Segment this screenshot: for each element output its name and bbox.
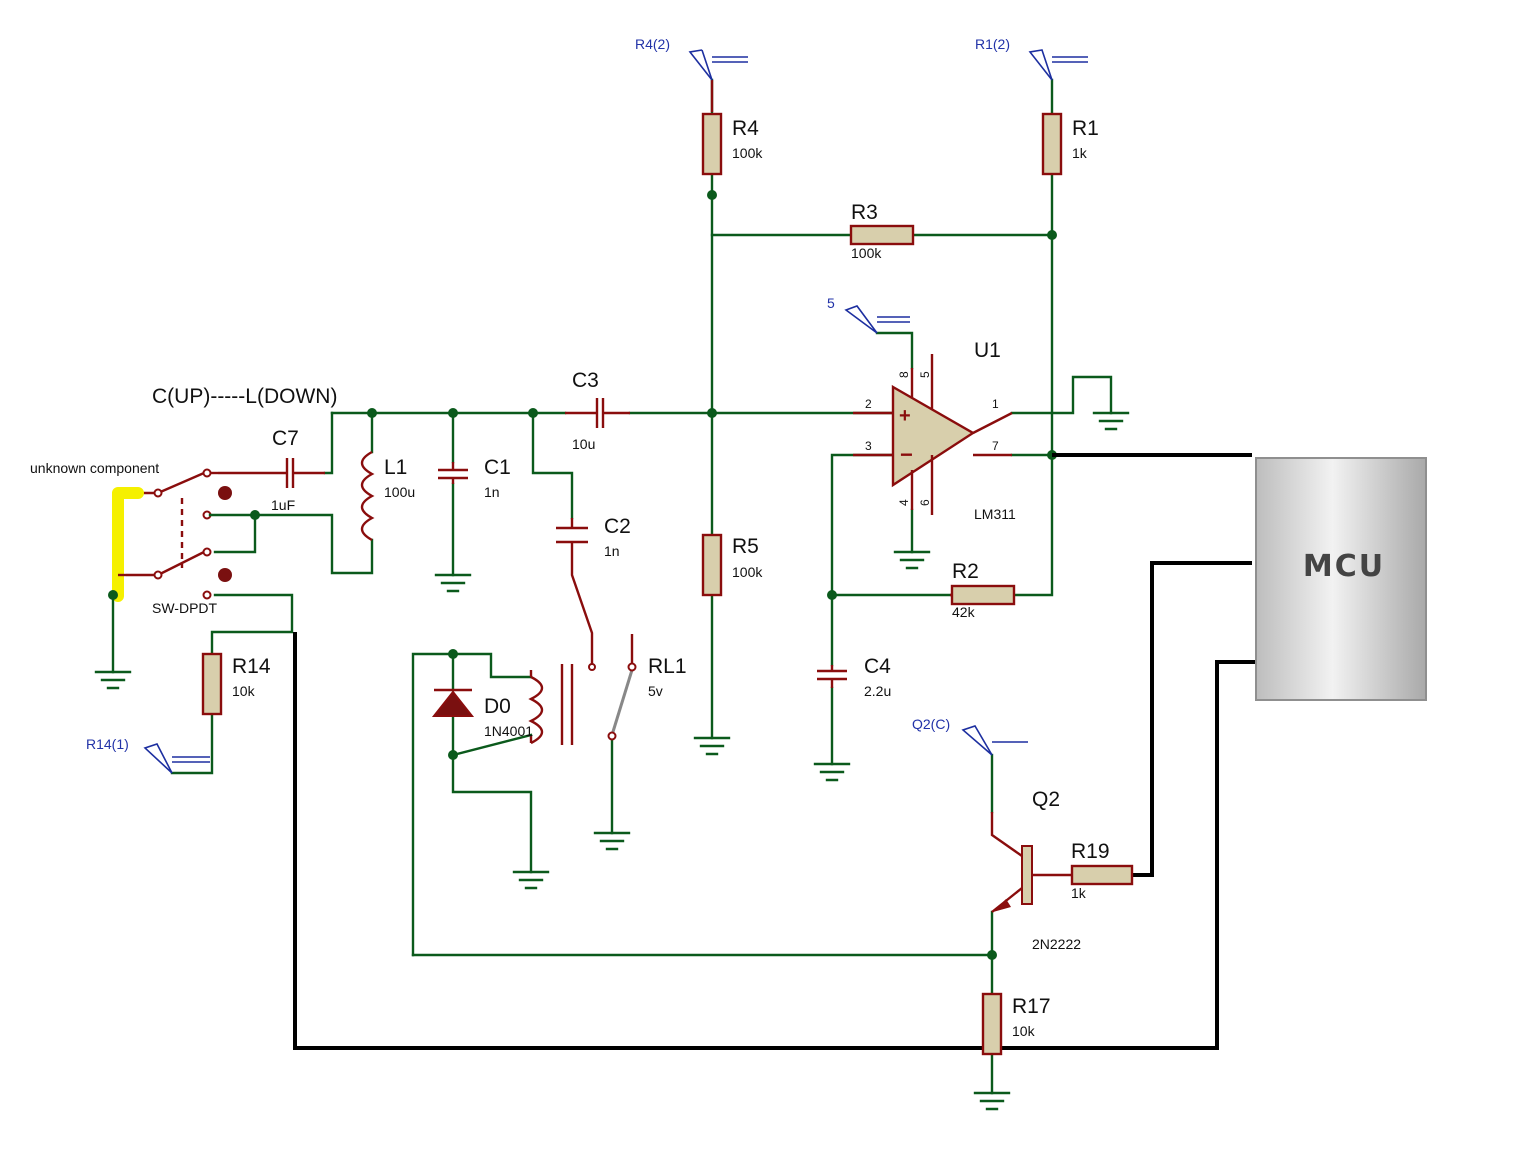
r17-value: 10k [1012,1023,1036,1039]
inductor-l1 [360,450,375,542]
circuit-wires [170,78,1113,1095]
q2-ref: Q2 [1032,788,1060,811]
terminal-symbols [143,49,1088,774]
capacitor-c1 [438,462,468,484]
resistor-r2 [950,584,1016,606]
mcu-connection-wires [293,453,1262,1050]
d0-ref: D0 [484,695,511,718]
relay-rl1 [451,634,637,757]
u1-pin-8: 8 [897,371,911,378]
r14-ref: R14 [232,655,271,678]
unknown-component-note: unknown component [30,460,159,476]
resistor-r14 [201,652,223,716]
r3-value: 100k [851,245,882,261]
resistor-r1 [1041,112,1063,176]
u1-plus-sign: + [899,405,911,427]
capacitor-c7 [218,458,325,488]
u1-ref: U1 [974,339,1001,362]
u1-pin-3: 3 [865,439,872,453]
u1-pin-2: 2 [865,397,872,411]
mcu-block: MCU [1255,457,1427,701]
switch-sw-dpdt [126,468,257,600]
c4-value: 2.2u [864,683,891,699]
terminal-r1-label: R1(2) [975,36,1010,52]
u1-pin-6: 6 [918,499,932,506]
r14-value: 10k [232,683,256,699]
u1-value: LM311 [974,506,1016,522]
transistor-q2 [990,812,1035,913]
resistor-r4 [701,80,723,176]
resistor-r19 [1035,864,1134,886]
r4-value: 100k [732,145,763,161]
rl1-ref: RL1 [648,655,687,678]
u1-pin-1: 1 [992,397,999,411]
l1-ref: L1 [384,456,407,479]
terminal-r4-label: R4(2) [635,36,670,52]
r2-ref: R2 [952,560,979,583]
capacitor-c3 [565,398,630,428]
r4-ref: R4 [732,117,759,140]
r5-value: 100k [732,564,763,580]
l1-value: 100u [384,484,415,500]
diode-d0 [431,688,475,717]
resistor-r17 [981,992,1003,1056]
c3-ref: C3 [572,369,599,392]
r1-ref: R1 [1072,117,1099,140]
sw-ref: SW-DPDT [152,600,218,616]
r17-ref: R17 [1012,995,1051,1018]
c3-value: 10u [572,436,595,452]
u1-pin-7: 7 [992,439,999,453]
capacitor-c2 [556,518,596,671]
c7-ref: C7 [272,427,299,450]
u1-pin-4: 4 [897,499,911,506]
rl1-value: 5v [648,683,663,699]
terminal-labels: R4(2) R1(2) 5 R14(1) Q2(C) [86,36,1010,752]
capacitor-c4 [817,665,847,688]
r5-ref: R5 [732,535,759,558]
c1-value: 1n [484,484,500,500]
r3-ref: R3 [851,201,878,224]
component-labels: R4 100k R1 1k R3 100k R5 100k R2 42k R14… [30,117,1110,1039]
mcu-label: MCU [1303,549,1385,584]
c2-value: 1n [604,543,620,559]
resistor-r3 [849,224,915,246]
c1-ref: C1 [484,456,511,479]
terminal-r14-label: R14(1) [86,736,129,752]
u1-minus-sign: − [900,442,913,467]
unknown-component-highlight [108,487,144,674]
r1-value: 1k [1072,145,1088,161]
u1-pin-5: 5 [918,371,932,378]
c2-ref: C2 [604,515,631,538]
r19-ref: R19 [1071,840,1110,863]
terminal-q2c-label: Q2(C) [912,716,950,732]
d0-value: 1N4001 [484,723,533,739]
junction-dots [250,190,1057,960]
c4-ref: C4 [864,655,891,678]
terminal-pin5-label: 5 [827,295,835,311]
comparator-u1: 2 3 1 7 8 5 4 6 + − [853,354,1013,515]
c7-value: 1uF [271,497,295,513]
r19-value: 1k [1071,885,1087,901]
resistor-r5 [701,533,723,597]
ground-symbols [94,411,1130,1111]
q2-value: 2N2222 [1032,936,1081,952]
mode-note: C(UP)-----L(DOWN) [152,385,337,408]
r2-value: 42k [952,604,976,620]
